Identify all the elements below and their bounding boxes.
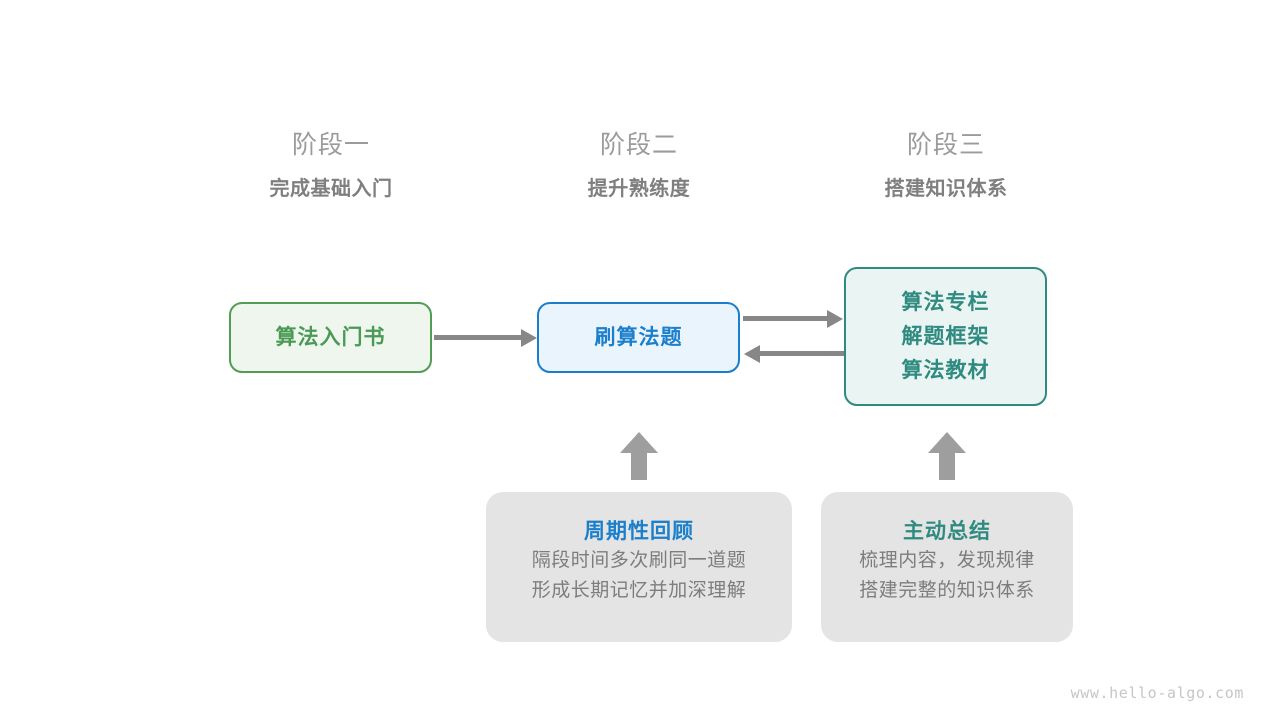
arrow-book-to-practice-line: [434, 335, 522, 340]
stage-1-goal: 完成基础入门: [269, 178, 393, 200]
tip-card-review-body-line-2: 形成长期记忆并加深理解: [531, 580, 747, 601]
tip-card-summary-body: 梳理内容，发现规律 搭建完整的知识体系: [821, 546, 1073, 606]
tip-card-review-body-line-1: 隔段时间多次刷同一道题: [531, 550, 747, 571]
arrow-practice-to-knowledge-head-icon: [827, 309, 843, 328]
tip-card-summary-title: 主动总结: [903, 520, 991, 543]
node-intro-book: 算法入门书: [229, 302, 432, 373]
stage-header-3: 阶段三 搭建知识体系: [816, 128, 1076, 204]
arrow-knowledge-to-practice-line: [760, 351, 844, 356]
tip-card-review-body: 隔段时间多次刷同一道题 形成长期记忆并加深理解: [486, 546, 792, 606]
tip-card-summary: 主动总结 梳理内容，发现规律 搭建完整的知识体系: [821, 492, 1073, 642]
stage-2-goal: 提升熟练度: [587, 178, 691, 200]
arrow-up-review-icon: [620, 432, 658, 480]
tip-card-summary-body-line-2: 搭建完整的知识体系: [859, 580, 1035, 601]
node-knowledge-line-1: 算法专栏: [901, 290, 990, 314]
node-knowledge-line-2: 解题框架: [901, 324, 990, 348]
arrow-up-summary-head: [928, 432, 966, 453]
arrow-knowledge-to-practice-head-icon: [744, 344, 760, 363]
watermark: www.hello-algo.com: [1070, 684, 1244, 702]
arrow-practice-to-knowledge-line: [743, 316, 828, 321]
node-practice: 刷算法题: [537, 302, 740, 373]
stage-1-name: 阶段一: [291, 131, 370, 159]
stage-2-name: 阶段二: [599, 131, 678, 159]
stage-3-name: 阶段三: [906, 131, 985, 159]
arrow-up-review-shaft: [631, 451, 647, 480]
node-knowledge: 算法专栏 解题框架 算法教材: [844, 267, 1047, 406]
stage-header-2: 阶段二 提升熟练度: [509, 128, 769, 204]
tip-card-review: 周期性回顾 隔段时间多次刷同一道题 形成长期记忆并加深理解: [486, 492, 792, 642]
arrow-up-summary-shaft: [939, 451, 955, 480]
arrow-book-to-practice-head-icon: [521, 328, 537, 347]
tip-card-summary-body-line-1: 梳理内容，发现规律: [859, 550, 1035, 571]
arrow-up-review-head: [620, 432, 658, 453]
arrow-up-summary-icon: [928, 432, 966, 480]
tip-card-review-title: 周期性回顾: [584, 520, 694, 543]
node-knowledge-line-3: 算法教材: [901, 358, 990, 382]
stage-header-1: 阶段一 完成基础入门: [201, 128, 461, 204]
node-practice-line-1: 刷算法题: [594, 325, 683, 349]
stage-3-goal: 搭建知识体系: [884, 178, 1008, 200]
node-intro-book-line-1: 算法入门书: [275, 325, 386, 349]
